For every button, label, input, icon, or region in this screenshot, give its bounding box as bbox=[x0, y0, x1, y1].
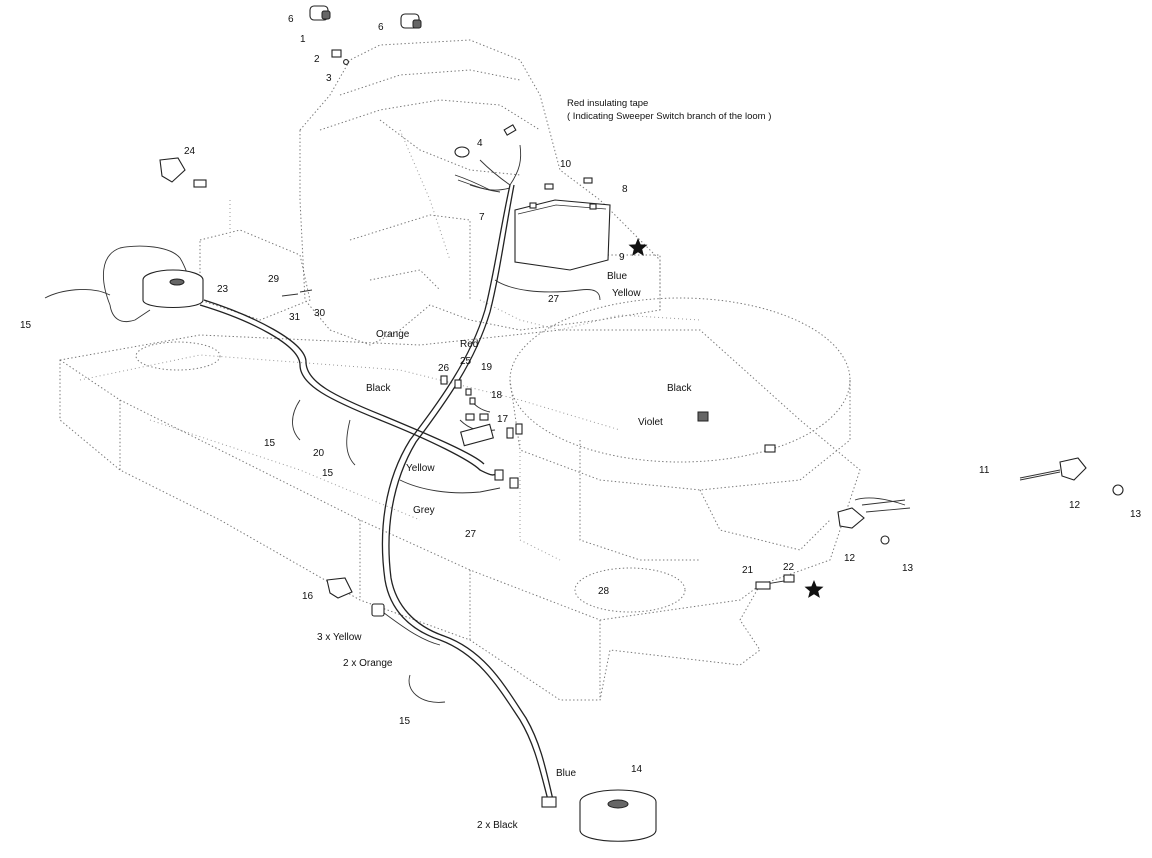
label-blue-bottom: Blue bbox=[556, 768, 576, 779]
note-line-1: Red insulating tape bbox=[567, 98, 648, 109]
callout-28: 28 bbox=[598, 586, 610, 597]
battery-icon bbox=[514, 199, 611, 271]
callout-21: 21 bbox=[742, 565, 754, 576]
wire-tail-15c bbox=[346, 419, 356, 466]
terminal-10-icon bbox=[544, 183, 554, 190]
label-yellow-top: Yellow bbox=[612, 288, 641, 299]
label-black-left: Black bbox=[366, 383, 391, 394]
connector-cluster-icon bbox=[440, 375, 523, 489]
wire-tail-15a bbox=[44, 289, 111, 299]
connector-yellow-icon bbox=[371, 603, 385, 617]
callout-27b: 27 bbox=[548, 294, 560, 305]
label-2x-orange: 2 x Orange bbox=[343, 658, 393, 669]
label-2x-black: 2 x Black bbox=[477, 820, 519, 831]
machine-outline bbox=[59, 39, 861, 701]
label-3x-yellow: 3 x Yellow bbox=[317, 632, 362, 643]
top-connector-icon bbox=[454, 124, 517, 193]
callout-15d: 15 bbox=[399, 716, 411, 727]
label-grey: Grey bbox=[413, 505, 435, 516]
right-connector-set-icon bbox=[755, 457, 1124, 590]
callout-15c: 15 bbox=[322, 468, 334, 479]
deck-clip-icon bbox=[764, 444, 776, 453]
wire-tail-15b bbox=[292, 399, 301, 441]
callout-15b: 15 bbox=[264, 438, 276, 449]
note-line-2: ( Indicating Sweeper Switch branch of th… bbox=[567, 111, 771, 122]
callout-17: 17 bbox=[497, 414, 509, 425]
label-red: Red bbox=[460, 339, 478, 350]
star-icon bbox=[804, 580, 824, 598]
callout-26: 26 bbox=[438, 363, 450, 374]
callout-16: 16 bbox=[302, 591, 314, 602]
note-annotation: Red insulating tape ( Indicating Sweeper… bbox=[567, 98, 771, 122]
wire-tail-15d bbox=[408, 674, 446, 703]
callout-29: 29 bbox=[268, 274, 280, 285]
callout-3: 3 bbox=[326, 73, 332, 84]
callout-30: 30 bbox=[314, 308, 326, 319]
bulb-right-icon bbox=[400, 13, 422, 29]
callout-11: 11 bbox=[979, 465, 990, 476]
motor-left-icon bbox=[142, 269, 204, 308]
callout-13b: 13 bbox=[902, 563, 914, 574]
callout-7: 7 bbox=[479, 212, 485, 223]
callout-24: 24 bbox=[184, 146, 196, 157]
label-orange: Orange bbox=[376, 329, 410, 340]
label-yellow-mid: Yellow bbox=[406, 463, 435, 474]
callout-10: 10 bbox=[560, 159, 572, 170]
clip-icon bbox=[331, 49, 349, 65]
callout-18: 18 bbox=[491, 390, 503, 401]
callout-8: 8 bbox=[622, 184, 628, 195]
terminal-8-icon bbox=[583, 177, 593, 184]
label-violet: Violet bbox=[638, 417, 663, 428]
callout-14: 14 bbox=[631, 764, 643, 775]
star-icon bbox=[628, 238, 648, 256]
callout-15a: 15 bbox=[20, 320, 32, 331]
connector-16-icon bbox=[326, 577, 353, 599]
callout-27a: 27 bbox=[465, 529, 477, 540]
components bbox=[44, 5, 1124, 842]
label-blue-top: Blue bbox=[607, 271, 627, 282]
bulb-left-icon bbox=[309, 5, 331, 21]
callout-31: 31 bbox=[289, 312, 301, 323]
callout-25: 25 bbox=[460, 356, 472, 367]
wire-colour-labels: Blue Yellow Orange Red Black Black Viole… bbox=[317, 271, 692, 831]
callout-13a: 13 bbox=[1130, 509, 1142, 520]
callout-19: 19 bbox=[481, 362, 493, 373]
left-loom-branch bbox=[199, 304, 501, 476]
callout-12b: 12 bbox=[844, 553, 856, 564]
callout-9: 9 bbox=[619, 252, 625, 263]
motor-bottom-icon bbox=[541, 789, 657, 842]
fasteners-29-icon bbox=[281, 289, 313, 297]
callout-1: 1 bbox=[300, 34, 306, 45]
callout-6b: 6 bbox=[378, 22, 384, 33]
callout-23: 23 bbox=[217, 284, 229, 295]
label-black-deck: Black bbox=[667, 383, 692, 394]
main-loom-trunk bbox=[381, 184, 549, 801]
callout-6a: 6 bbox=[288, 14, 294, 25]
callout-12a: 12 bbox=[1069, 500, 1081, 511]
callout-22: 22 bbox=[783, 562, 795, 573]
switch-icon bbox=[159, 157, 207, 188]
callout-4: 4 bbox=[477, 138, 483, 149]
callout-2: 2 bbox=[314, 54, 320, 65]
deck-plug-icon bbox=[697, 411, 709, 422]
callout-20: 20 bbox=[313, 448, 325, 459]
callout-numbers: 6 6 1 2 3 24 4 10 8 7 9 23 29 31 30 15 2… bbox=[20, 14, 1142, 775]
